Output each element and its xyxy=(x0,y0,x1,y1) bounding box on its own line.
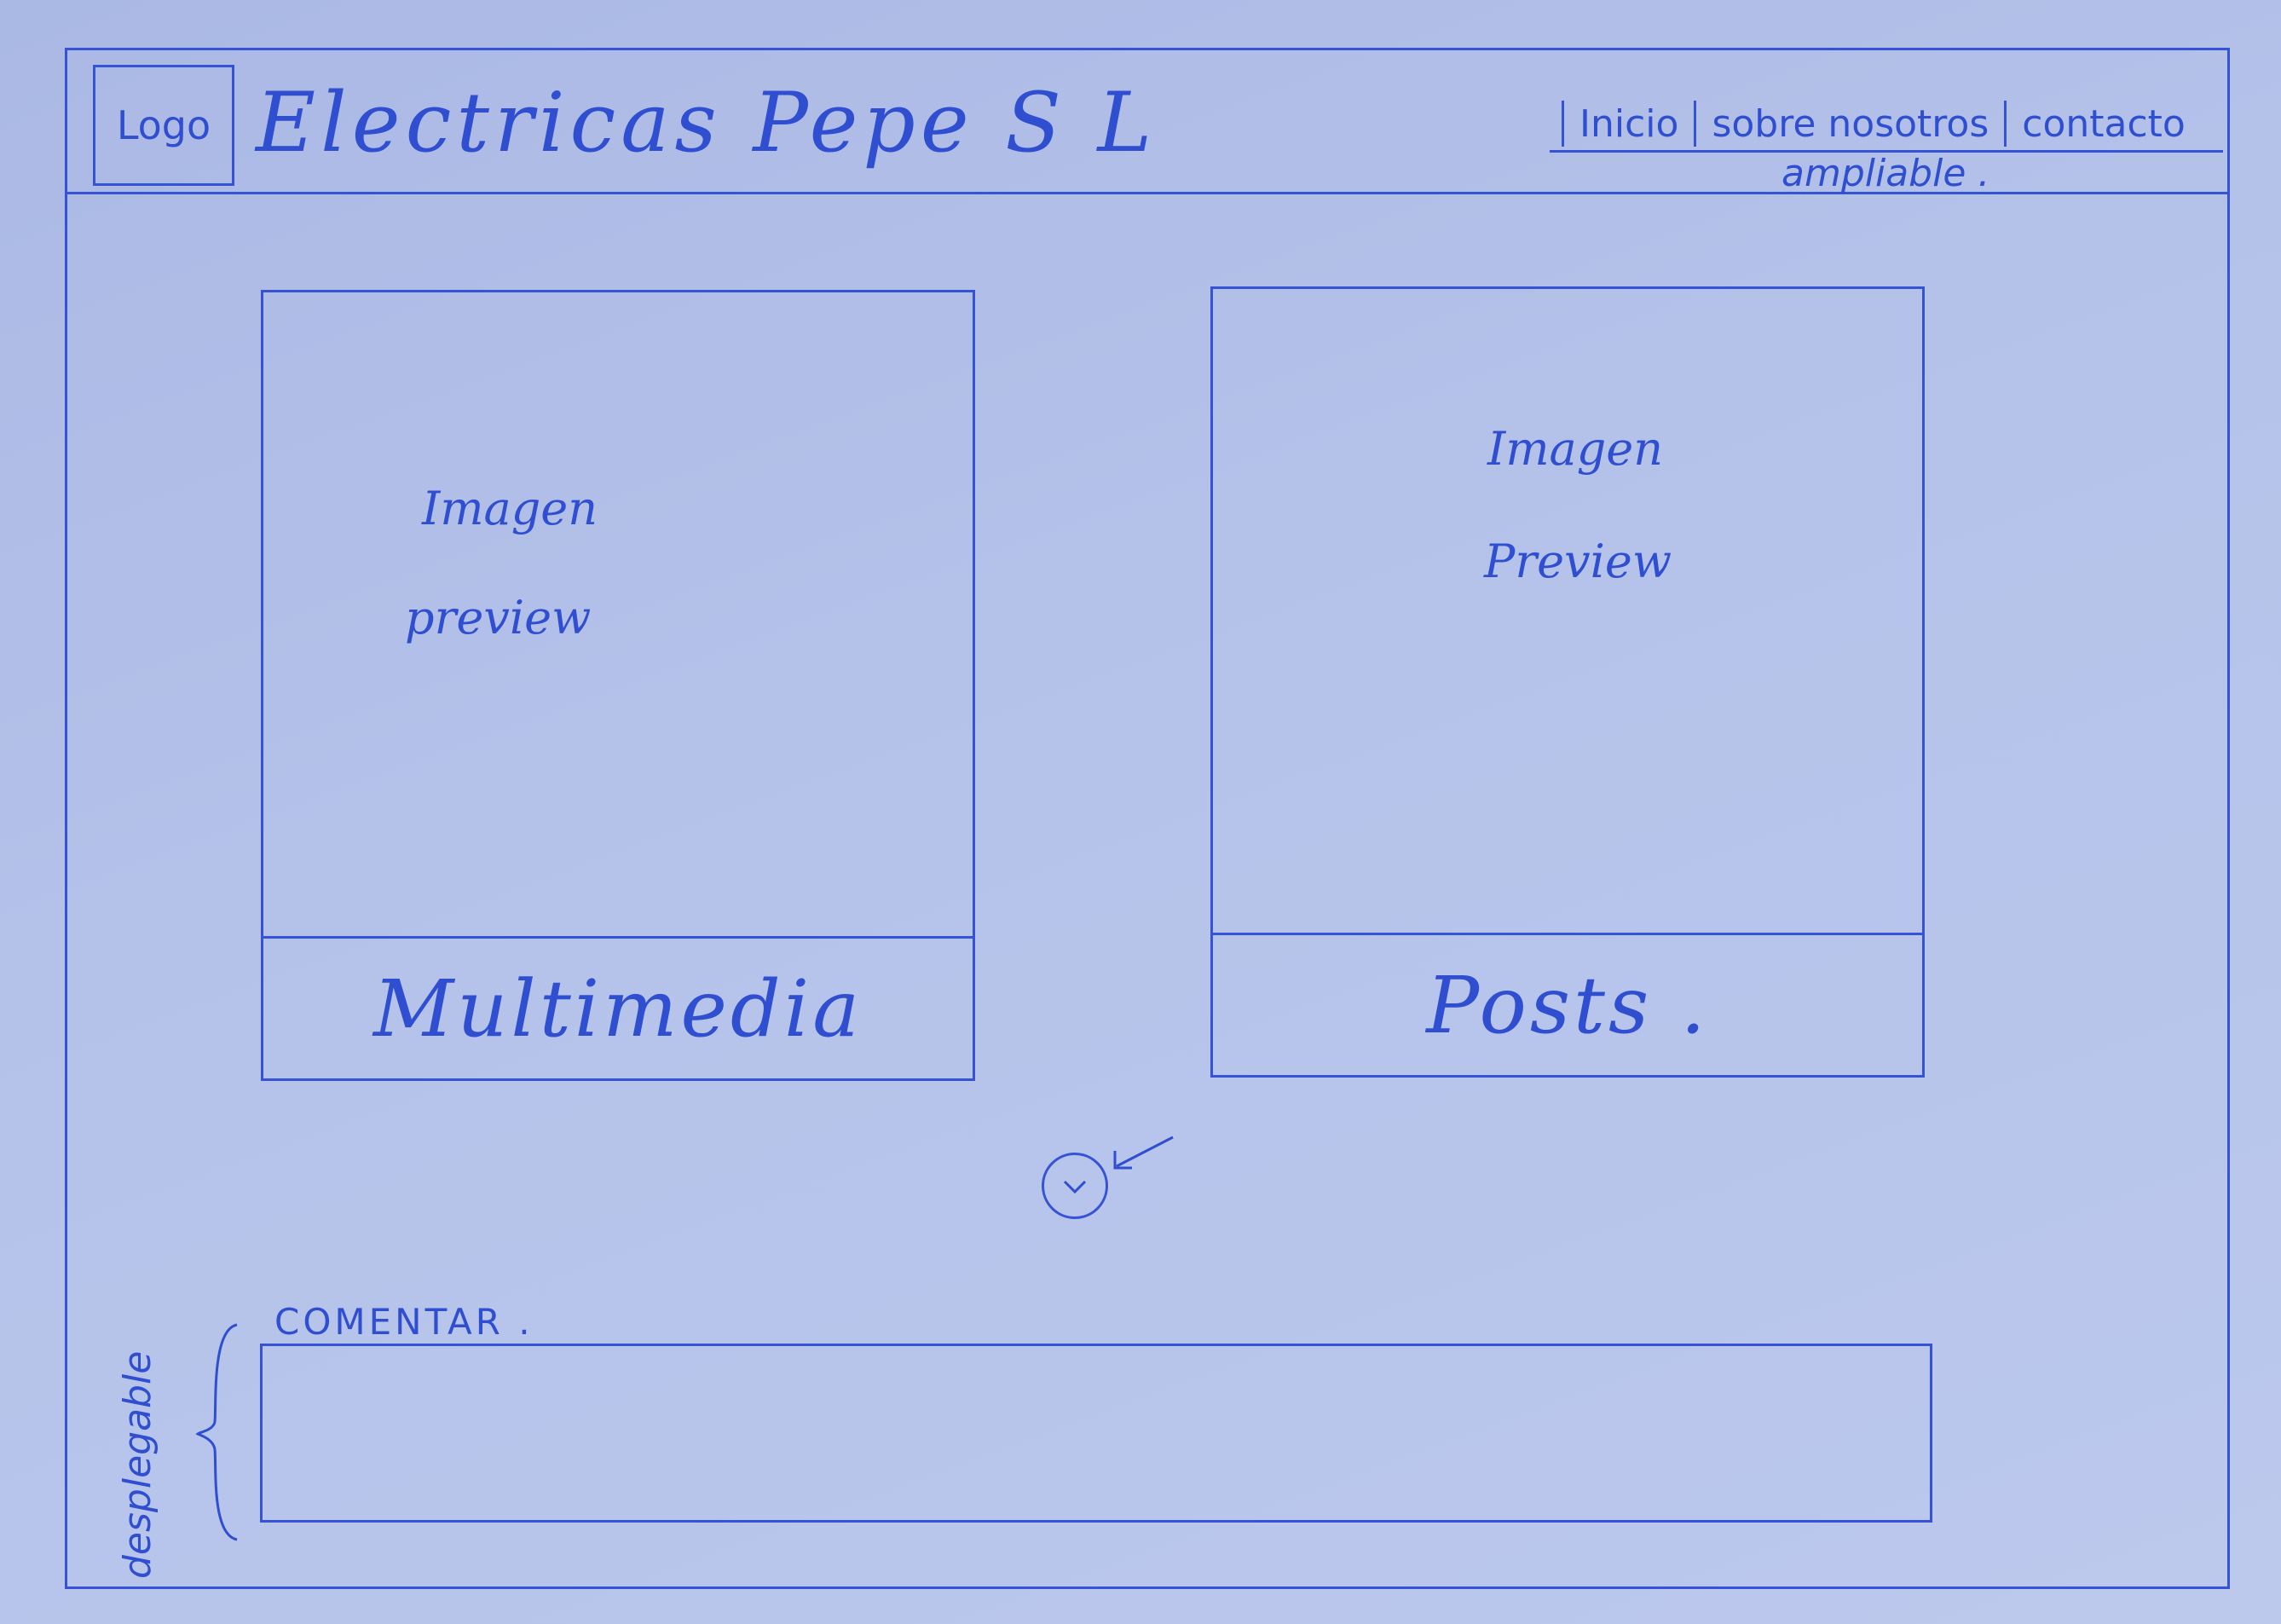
image-placeholder-subtitle: preview xyxy=(405,591,592,644)
logo[interactable]: Logo xyxy=(93,65,234,186)
image-placeholder-title: Imagen xyxy=(1487,422,1664,476)
expand-button[interactable] xyxy=(1042,1153,1108,1219)
page-frame xyxy=(65,48,2230,1589)
chevron-down-icon xyxy=(1060,1166,1090,1205)
image-placeholder-title: Imagen xyxy=(422,482,598,535)
card-posts[interactable]: Imagen Preview Posts . xyxy=(1210,286,1925,1078)
nav-item-sobre-nosotros[interactable]: sobre nosotros xyxy=(1712,101,1989,146)
dropdown-annotation: desplegable xyxy=(116,1350,159,1579)
card-multimedia[interactable]: Imagen preview Multimedia xyxy=(261,290,975,1081)
image-preview-placeholder: Imagen Preview xyxy=(1213,289,1922,935)
main-nav: Inicio sobre nosotros contacto xyxy=(1550,101,2189,147)
nav-divider xyxy=(1694,101,1697,147)
image-preview-placeholder: Imagen preview xyxy=(263,292,973,939)
comment-textarea[interactable] xyxy=(260,1344,1932,1523)
comment-label: COMENTAR . xyxy=(274,1301,534,1343)
card-label-multimedia: Multimedia xyxy=(372,962,863,1055)
site-header xyxy=(65,48,2230,194)
nav-underline xyxy=(1550,150,2223,153)
card-label-posts: Posts . xyxy=(1426,959,1709,1051)
nav-divider xyxy=(1562,101,1564,147)
nav-annotation: ampliable . xyxy=(1781,152,1990,195)
site-title: Electricas Pepe S L xyxy=(256,75,1158,170)
nav-item-contacto[interactable]: contacto xyxy=(2022,101,2186,146)
brace-icon xyxy=(195,1323,238,1541)
nav-divider xyxy=(2004,101,2007,147)
logo-label: Logo xyxy=(116,102,211,148)
image-placeholder-subtitle: Preview xyxy=(1484,535,1672,588)
nav-item-inicio[interactable]: Inicio xyxy=(1579,101,1679,146)
pointer-arrow-icon xyxy=(1113,1136,1174,1170)
